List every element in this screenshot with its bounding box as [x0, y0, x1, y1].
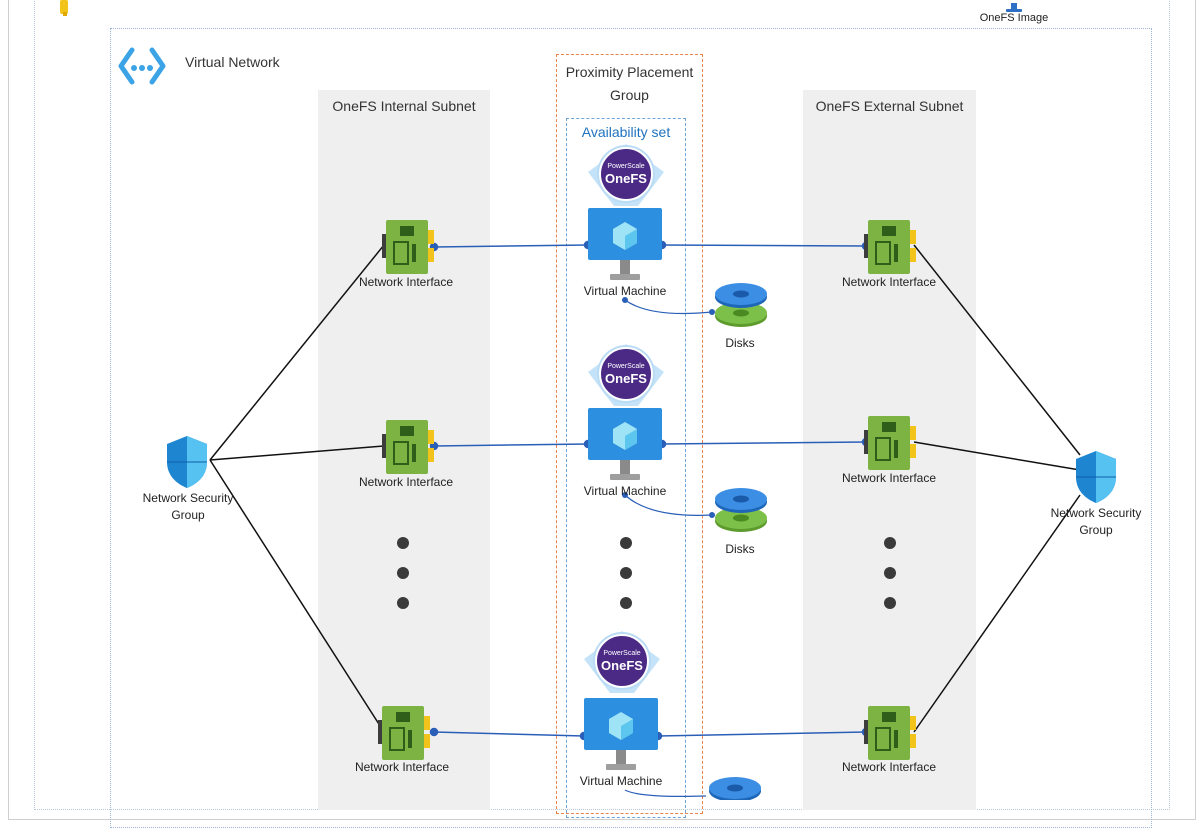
- virtual-network-title: Virtual Network: [185, 54, 280, 70]
- key-icon: [58, 0, 70, 16]
- nic-external-3-label: Network Interface: [841, 760, 937, 774]
- disks-3-icon: [708, 776, 762, 800]
- nsg-right-label-line-2: Group: [1079, 523, 1113, 537]
- ppg-title-line-1: Proximity Placement: [565, 64, 694, 80]
- nic-external-1-icon: [864, 220, 916, 274]
- vm2-internal-link: [433, 443, 589, 447]
- nic-internal-3-icon: [378, 706, 430, 760]
- vm1-disk-link: [624, 299, 713, 315]
- nsg-right-link-1: [913, 244, 1081, 456]
- onefs-image-icon: [1006, 0, 1022, 12]
- ellipsis-dot: [620, 597, 632, 609]
- nic-external-2-icon: [864, 416, 916, 470]
- proximity-placement-group-title: Proximity Placement Group: [557, 61, 702, 107]
- onefs-badge-2: PowerScale OneFS: [576, 340, 676, 408]
- virtual-network-icon: [118, 44, 166, 88]
- vm-2-label: Virtual Machine: [583, 484, 667, 498]
- nic-external-2-label: Network Interface: [841, 471, 937, 485]
- disks-1-icon: [714, 282, 768, 334]
- ppg-title-line-2: Group: [610, 87, 649, 103]
- ellipsis-dot: [884, 567, 896, 579]
- vm3-internal-link: [433, 731, 585, 737]
- onefs-badge-2-small-text: PowerScale: [607, 363, 645, 370]
- ellipsis-dot: [397, 597, 409, 609]
- ellipsis-dot: [620, 567, 632, 579]
- ellipsis-dot: [884, 597, 896, 609]
- external-subnet-title: OneFS External Subnet: [815, 98, 964, 114]
- nsg-left-label-line-1: Network Security: [142, 491, 234, 505]
- nsg-right-shield-icon: [1072, 449, 1120, 505]
- nic-internal-2-icon: [382, 420, 434, 474]
- onefs-badge-1-small-text: PowerScale: [607, 163, 645, 170]
- nic-external-3-icon: [864, 706, 916, 760]
- vm2-disk-link: [624, 494, 713, 516]
- nsg-left-label-line-2: Group: [171, 508, 205, 522]
- availability-set-title: Availability set: [581, 124, 671, 140]
- onefs-badge-3-big-text: OneFS: [601, 658, 643, 673]
- ellipsis-dot: [397, 537, 409, 549]
- internal-subnet-title: OneFS Internal Subnet: [332, 98, 476, 114]
- vm3-disk-link: [624, 789, 707, 797]
- vm1-external-link: [661, 244, 867, 247]
- disks-2-label: Disks: [725, 542, 755, 556]
- nsg-right-link-2: [913, 441, 1081, 471]
- ellipsis-dot: [884, 537, 896, 549]
- vm1-internal-link: [433, 244, 589, 248]
- nsg-left-label: Network Security Group: [128, 490, 248, 524]
- vm-3-icon: [584, 698, 658, 774]
- nsg-right-link-3: [913, 494, 1081, 733]
- nsg-left-shield-icon: [163, 434, 211, 490]
- vm-2-icon: [588, 408, 662, 484]
- disks-1-label: Disks: [725, 336, 755, 350]
- onefs-badge-3-small-text: PowerScale: [603, 650, 641, 657]
- vm-1-label: Virtual Machine: [583, 284, 667, 298]
- vm-1-icon: [588, 208, 662, 284]
- onefs-badge-2-big-text: OneFS: [605, 371, 647, 386]
- nic-internal-3-label: Network Interface: [354, 760, 450, 774]
- nic-internal-1-label: Network Interface: [358, 275, 454, 289]
- ellipsis-dot: [620, 537, 632, 549]
- ellipsis-dot: [397, 567, 409, 579]
- nsg-left-link-3: [209, 459, 385, 733]
- onefs-badge-1-big-text: OneFS: [605, 171, 647, 186]
- nic-internal-2-label: Network Interface: [358, 475, 454, 489]
- disks-2-icon: [714, 487, 768, 539]
- vm-3-label: Virtual Machine: [579, 774, 663, 788]
- onefs-badge-3: PowerScale OneFS: [572, 627, 672, 695]
- proximity-placement-group: Proximity Placement Group: [556, 54, 703, 814]
- nic-internal-1-icon: [382, 220, 434, 274]
- onefs-image-label: OneFS Image: [979, 12, 1049, 24]
- nsg-left-link-1: [209, 244, 385, 461]
- nsg-left-link-2: [209, 445, 385, 461]
- vm2-external-link: [661, 441, 867, 445]
- vm3-external-link: [657, 731, 867, 737]
- nsg-right-label: Network Security Group: [1036, 505, 1156, 539]
- nsg-right-label-line-1: Network Security: [1050, 506, 1142, 520]
- onefs-badge-1: PowerScale OneFS: [576, 140, 676, 208]
- nic-external-1-label: Network Interface: [841, 275, 937, 289]
